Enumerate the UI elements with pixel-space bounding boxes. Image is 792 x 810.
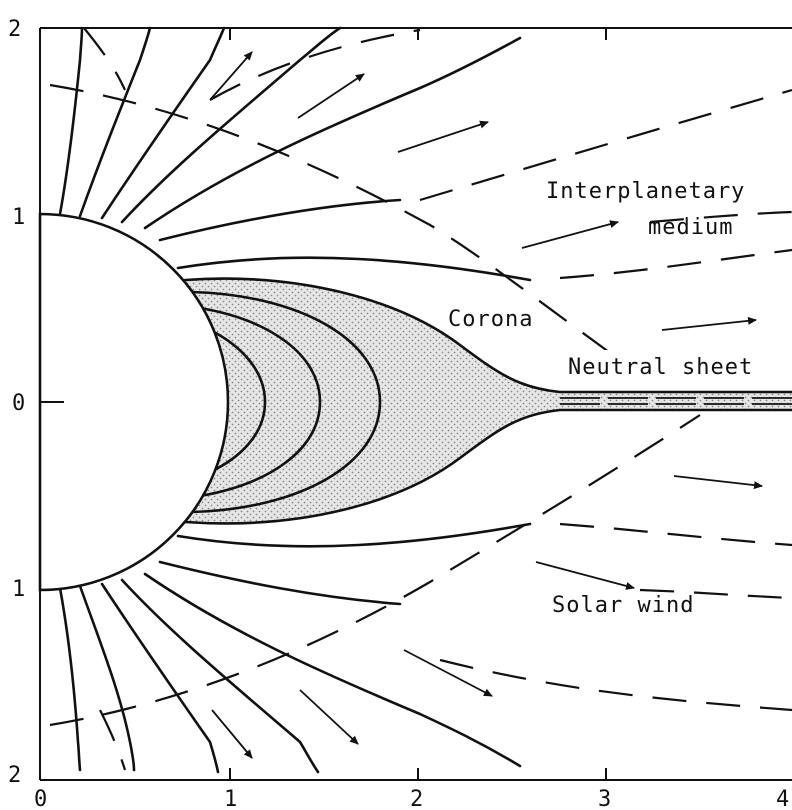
open-line-u4 — [120, 26, 342, 224]
y-tick-label-top: 2 — [8, 17, 21, 42]
y-tick-label-bottom: 2 — [8, 763, 21, 788]
neutral-sheet-label: Neutral sheet — [568, 355, 753, 380]
label-backing-neutral — [564, 350, 784, 378]
open-line-l3 — [143, 572, 522, 768]
medium-label: medium — [648, 215, 733, 240]
coronal-loop-2 — [198, 306, 322, 498]
x-tick-label-1: 1 — [224, 787, 237, 810]
flow-arrow-2 — [297, 73, 365, 119]
y-tick-labels: 2 1 0 1 2 — [8, 17, 25, 788]
open-line-u6 — [78, 26, 152, 218]
flow-arrow-6 — [673, 475, 763, 490]
flow-arrow-1 — [209, 51, 253, 101]
dash-upper-right — [649, 210, 792, 224]
neutral-sheet — [560, 397, 792, 405]
open-line-u3 — [143, 36, 522, 230]
x-tick-label-4: 4 — [776, 787, 789, 810]
open-line-l7 — [58, 586, 82, 772]
open-line-l5 — [100, 582, 220, 774]
dash-lower-small — [99, 709, 127, 771]
x-tick-labels: 0 1 2 3 4 — [34, 787, 789, 810]
y-tick-label-lower: 1 — [12, 577, 25, 602]
dash-lower-right — [639, 588, 792, 600]
dash-upper-top — [209, 28, 421, 101]
region-labels: Interplanetary medium Corona Neutral she… — [448, 179, 784, 618]
open-line-u5 — [100, 26, 226, 220]
dash-upper-curve — [419, 88, 792, 202]
dash-upper-outer — [49, 83, 621, 361]
x-tick-label-3: 3 — [598, 787, 611, 810]
corona-label: Corona — [448, 307, 533, 332]
flow-arrow-7 — [535, 561, 635, 590]
dash-lower-mid — [559, 522, 792, 547]
open-line-l6 — [78, 584, 136, 772]
coronal-loop-3 — [190, 290, 382, 514]
corona-region — [185, 278, 792, 524]
closed-field-lines — [183, 277, 792, 525]
flow-arrow-4 — [521, 220, 619, 249]
open-field-lines-upper — [58, 26, 532, 282]
flow-arrow-5 — [661, 316, 757, 331]
open-line-u2 — [158, 198, 402, 242]
dashed-boundaries — [49, 27, 792, 771]
flow-arrow-10 — [211, 709, 253, 759]
open-line-l4 — [120, 578, 320, 774]
solar-wind-label: Solar wind — [552, 593, 694, 618]
corona-boundary-upper — [183, 277, 792, 394]
open-line-u1 — [176, 256, 532, 282]
open-line-l2 — [158, 560, 402, 606]
y-tick-label-upper: 1 — [12, 205, 25, 230]
flow-arrow-3 — [397, 120, 489, 153]
flow-arrows — [209, 51, 763, 759]
corona-boundary-lower — [183, 408, 792, 525]
dash-lower-outer — [49, 414, 701, 727]
sun-disc — [38, 212, 230, 592]
interplanetary-label: Interplanetary — [546, 179, 745, 204]
open-field-lines-lower — [58, 522, 532, 774]
y-tick-label-zero: 0 — [12, 391, 25, 416]
dash-upper-mid — [559, 248, 792, 280]
x-tick-label-0: 0 — [34, 787, 47, 810]
flow-arrow-8 — [403, 649, 493, 697]
open-line-l1 — [176, 522, 532, 548]
x-tick-label-2: 2 — [410, 787, 423, 810]
coronal-loop-1 — [208, 328, 267, 474]
dash-lower-curve — [439, 658, 792, 712]
open-line-u7 — [58, 26, 84, 216]
dash-upper-small — [83, 27, 126, 91]
flow-arrow-9 — [299, 689, 359, 745]
